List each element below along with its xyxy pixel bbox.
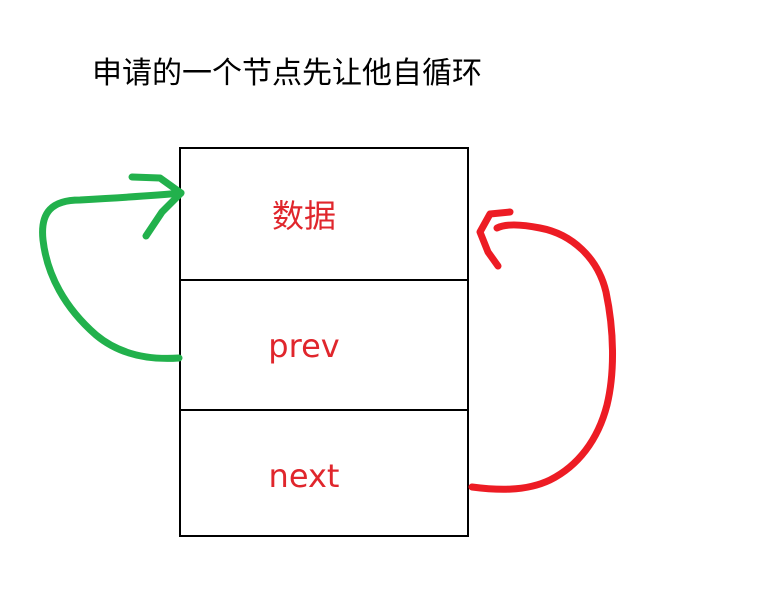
node-field-data: 数据 [181, 149, 467, 279]
next-arrow-head [476, 208, 514, 270]
next-arrow-curve [468, 221, 617, 493]
node-field-next-label: next [268, 457, 340, 495]
node-field-next: next [181, 409, 467, 541]
node-field-prev: prev [181, 279, 467, 411]
node-field-prev-label: prev [268, 327, 340, 365]
next-self-loop-arrow [468, 208, 617, 493]
list-node-box: 数据 prev next [179, 147, 469, 537]
prev-self-loop-arrow [39, 173, 185, 362]
prev-arrow-curve [39, 189, 185, 362]
prev-arrow-head [128, 173, 185, 240]
node-field-data-label: 数据 [271, 197, 336, 235]
diagram-title: 申请的一个节点先让他自循环 [92, 56, 482, 91]
